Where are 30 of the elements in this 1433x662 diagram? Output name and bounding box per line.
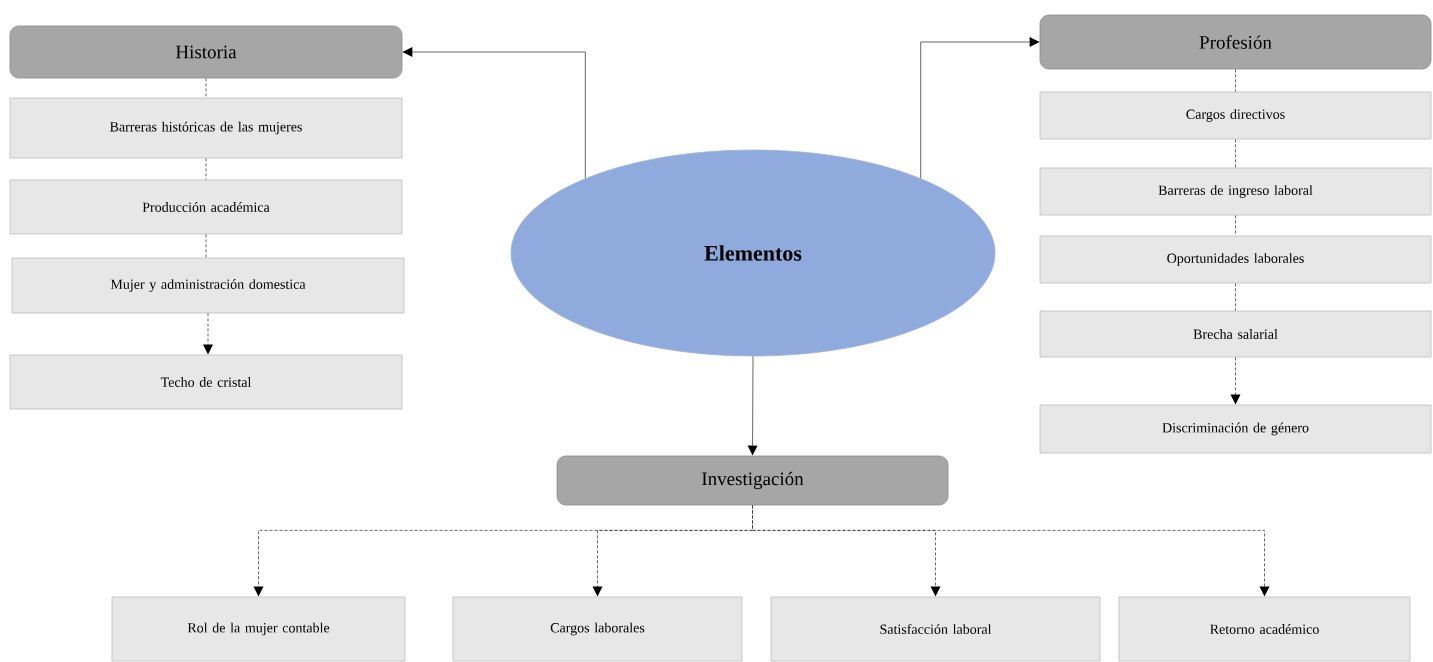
- item-box: Discriminación de género: [1039, 404, 1432, 454]
- item-box: Rol de la mujer contable: [111, 596, 406, 662]
- arrow: [1230, 357, 1241, 405]
- arrow: [920, 37, 1040, 179]
- connector-line: [1235, 139, 1236, 168]
- item-box: Mujer y administración domestica: [11, 257, 405, 314]
- item-box: Barreras de ingreso laboral: [1039, 167, 1432, 216]
- connector-line: [1235, 215, 1236, 236]
- item-box: Barreras históricas de las mujeres: [9, 97, 403, 159]
- ellipse-node: Elementos: [510, 149, 996, 357]
- connector-line: [205, 158, 207, 180]
- item-box: Brecha salarial: [1039, 310, 1432, 358]
- connector-line: [1235, 283, 1236, 311]
- header-box: Profesión: [1039, 14, 1432, 70]
- arrow: [203, 313, 213, 355]
- item-box: Retorno académico: [1118, 596, 1411, 662]
- header-box: Investigación: [556, 455, 949, 506]
- item-box: Cargos laborales: [452, 596, 743, 662]
- connector-line: [1235, 69, 1236, 92]
- item-box: Oportunidades laborales: [1039, 235, 1432, 284]
- arrow: [747, 356, 758, 456]
- item-box: Satisfacción laboral: [770, 596, 1101, 662]
- header-box: Historia: [9, 25, 403, 79]
- item-box: Techo de cristal: [9, 354, 403, 410]
- arrow: [752, 505, 1270, 597]
- connector-line: [205, 78, 207, 98]
- item-box: Cargos directivos: [1039, 91, 1432, 140]
- arrow: [402, 47, 586, 179]
- connector-line: [205, 234, 207, 258]
- item-box: Producción académica: [9, 179, 403, 235]
